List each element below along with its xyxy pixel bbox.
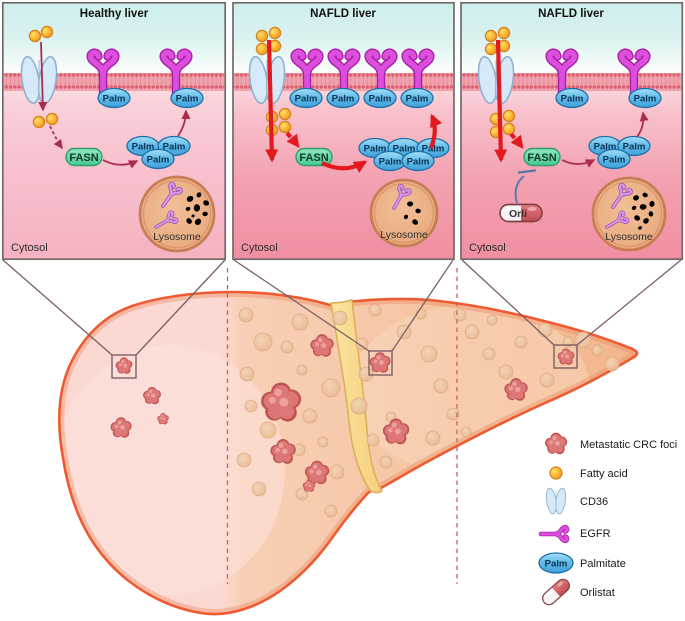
crc-foci-icon xyxy=(544,432,568,455)
svg-text:Palm: Palm xyxy=(623,141,646,152)
fatty-acid-icon xyxy=(28,25,59,129)
legend-label: CD36 xyxy=(580,496,608,508)
inhibition-line xyxy=(514,169,537,204)
zoom-box-nafld-orlistat xyxy=(553,344,578,369)
pathway-arrows xyxy=(38,41,191,169)
svg-text:Palm: Palm xyxy=(332,93,355,104)
cd36-icon xyxy=(544,487,568,515)
palmitoylation-arrow xyxy=(429,113,443,149)
svg-text:Palm: Palm xyxy=(634,93,657,104)
fasn-badge: FASN xyxy=(523,147,561,167)
svg-text:Palm: Palm xyxy=(545,558,568,569)
svg-text:Palm: Palm xyxy=(594,141,617,152)
to-fasn-arrow xyxy=(509,132,524,149)
egfr-icon xyxy=(541,527,567,541)
panel-nafld-liver-orlistat: NAFLD liver Palm Palm Palm Palm Palm FAS… xyxy=(460,1,684,261)
fatty-acid-uptake-arrow xyxy=(38,41,48,112)
region-divider-lines xyxy=(226,268,458,584)
cytosol-label: Cytosol xyxy=(469,242,506,254)
cell-membrane xyxy=(461,73,682,91)
svg-text:Palm: Palm xyxy=(379,156,402,167)
fasn-to-palm-arrow xyxy=(561,159,596,168)
legend: Metastatic CRC foci Fatty acid CD36 EGFR… xyxy=(538,432,677,608)
fat-droplets xyxy=(236,303,620,518)
palmitate-icon: Palm xyxy=(538,552,574,574)
palmitoylation-arrow xyxy=(177,109,191,137)
fatty-acid-icon xyxy=(549,466,563,480)
fatty-acid-uptake-arrow xyxy=(265,39,279,163)
palm-badge: Palm Palm Palm Palm Palm Palm Palm Palm … xyxy=(289,87,450,172)
lysosome-label: Lysosome xyxy=(605,231,653,243)
panel-nafld-liver: NAFLD liver Palm Palm Palm Palm Palm Pal… xyxy=(232,1,455,261)
svg-text:Palm: Palm xyxy=(103,93,126,104)
legend-label: EGFR xyxy=(580,528,611,540)
svg-text:Palm: Palm xyxy=(364,143,387,154)
zoom-box-healthy xyxy=(111,354,137,379)
liver-illustration xyxy=(58,268,639,616)
to-fasn-arrow xyxy=(49,125,63,150)
cytosol-label: Cytosol xyxy=(241,242,278,254)
svg-text:Palm: Palm xyxy=(163,141,186,152)
svg-text:Palm: Palm xyxy=(422,143,445,154)
lysosome: Lysosome xyxy=(138,175,216,253)
svg-text:FASN: FASN xyxy=(69,152,98,164)
palmitoylation-arrow xyxy=(636,111,649,138)
fasn-to-palm-arrow xyxy=(102,159,139,169)
palm-badge: Palm Palm Palm Palm Palm xyxy=(555,87,662,170)
svg-text:Palm: Palm xyxy=(147,154,170,165)
svg-text:Palm: Palm xyxy=(132,141,155,152)
svg-text:Orli: Orli xyxy=(509,208,527,220)
lysosome-label: Lysosome xyxy=(153,231,201,243)
cell-membrane xyxy=(3,73,225,91)
svg-text:Palm: Palm xyxy=(295,93,318,104)
svg-text:FASN: FASN xyxy=(527,152,556,164)
svg-text:Palm: Palm xyxy=(407,156,430,167)
lysosome: Lysosome xyxy=(591,176,667,252)
panel-title: NAFLD liver xyxy=(310,8,376,20)
fasn-badge: FASN xyxy=(65,147,103,167)
cytosol-label: Cytosol xyxy=(11,242,48,254)
legend-label: Metastatic CRC foci xyxy=(580,439,677,451)
svg-text:Palm: Palm xyxy=(369,93,392,104)
pathway-arrows xyxy=(265,39,443,173)
falciform-ligament xyxy=(330,299,383,494)
fatty-acid-uptake-arrow xyxy=(494,39,508,163)
fasn-to-palm-arrow xyxy=(321,160,368,173)
svg-text:FASN: FASN xyxy=(299,152,328,164)
inhibition-tbar xyxy=(517,169,537,174)
svg-text:Palm: Palm xyxy=(406,93,429,104)
legend-label: Orlistat xyxy=(580,587,615,599)
to-fasn-arrow xyxy=(285,131,300,148)
panel-title: NAFLD liver xyxy=(538,8,604,20)
zoom-connectors xyxy=(2,259,682,379)
svg-text:Palm: Palm xyxy=(176,93,199,104)
lysosome-label: Lysosome xyxy=(380,229,428,241)
panel-healthy-liver: Healthy liver Palm Palm Palm Palm Palm F… xyxy=(1,1,227,261)
svg-text:Palm: Palm xyxy=(393,143,416,154)
svg-text:Palm: Palm xyxy=(603,154,626,165)
pathway-arrows xyxy=(494,39,649,168)
legend-label: Palmitate xyxy=(580,558,626,570)
orlistat-icon xyxy=(539,576,573,608)
svg-text:Palm: Palm xyxy=(561,93,584,104)
orlistat-capsule: Orli xyxy=(499,203,543,223)
liver-outline xyxy=(58,290,639,616)
legend-label: Fatty acid xyxy=(580,468,628,480)
zoom-box-nafld xyxy=(368,350,393,376)
palm-badge: Palm Palm Palm Palm Palm xyxy=(97,87,204,170)
lysosome: Lysosome xyxy=(369,178,439,248)
panel-title: Healthy liver xyxy=(80,8,149,20)
